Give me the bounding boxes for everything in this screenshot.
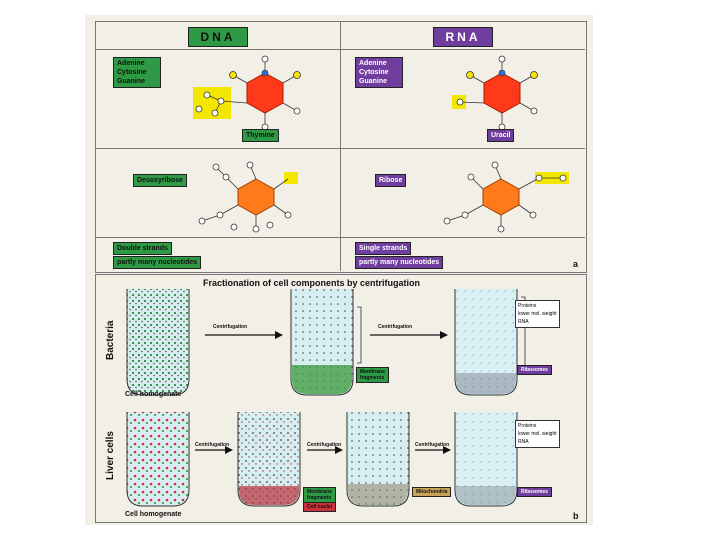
bacteria-legend: Proteins lower mol. weight RNA	[515, 300, 560, 328]
centrifugation-panel	[95, 274, 587, 523]
bacteria-ribosomes-label: Ribosomes	[517, 365, 552, 375]
vertical-divider	[340, 21, 341, 271]
dna-nucleotides-label: partly many nucleotides	[113, 256, 202, 269]
rna-nucleotides-label: partly many nucleotides	[355, 256, 444, 269]
liver-legend-molweight: lower mol. weight	[518, 431, 557, 437]
liver-fragments-line1: Membrane	[307, 489, 333, 495]
rna-base-cytosine: Cytosine	[359, 69, 389, 76]
mitochondria-label: Mitochondria	[412, 487, 452, 497]
panel-letter-a: a	[573, 259, 579, 269]
dna-base-adenine: Adenine	[117, 60, 145, 67]
bacteria-arrow2-label: Centrifugation	[378, 324, 413, 330]
uracil-molecule	[452, 55, 538, 131]
bacteria-membrane-fragments-label: Membrane fragments	[356, 367, 390, 383]
rna-base-adenine: Adenine	[359, 60, 387, 67]
ribose-label: Ribose	[375, 174, 407, 187]
cell-nuclei-label: Cell nuclei	[303, 502, 337, 512]
bacteria-fragments-line1: Membrane	[360, 369, 386, 375]
centrifugation-title: Fractionation of cell components by cent…	[203, 278, 421, 288]
liver-side-label: Liver cells	[105, 431, 116, 480]
liver-fragments-line2: fragments	[307, 495, 332, 501]
bacteria-arrow1-label: Centrifugation	[213, 324, 248, 330]
dna-base-cytosine: Cytosine	[117, 69, 147, 76]
bacteria-fragments-line2: fragments	[360, 375, 385, 381]
dna-bases-list: Adenine Cytosine Guanine	[113, 57, 161, 88]
desoxyribose-label: Desoxyribose	[133, 174, 187, 187]
rna-bases-list: Adenine Cytosine Guanine	[355, 57, 403, 88]
dna-strands-label: Double strands	[113, 242, 172, 255]
dna-rna-panel	[95, 21, 587, 273]
liver-membrane-fragments-label: Membrane fragments	[303, 487, 337, 503]
rna-heading: RNA	[433, 27, 493, 47]
bacteria-legend-proteins: Proteins	[518, 303, 537, 309]
panel-letter-b: b	[573, 511, 579, 521]
liver-ribosomes-label: Ribosomes	[517, 487, 552, 497]
liver-legend-proteins: Proteins	[518, 423, 537, 429]
thymine-label: Thymine	[242, 129, 279, 142]
thymine-molecule	[193, 55, 301, 131]
liver-arrow1-label: Centrifugation	[195, 442, 230, 448]
liver-legend-rna: RNA	[518, 439, 529, 445]
horizontal-divider-2	[95, 148, 585, 149]
dna-base-guanine: Guanine	[117, 78, 146, 85]
bacteria-homogenate-label: Cell homogenate	[125, 391, 182, 398]
liver-homogenate-label: Cell homogenate	[125, 511, 182, 518]
desoxyribose-molecule	[198, 161, 298, 233]
dna-heading: DNA	[188, 27, 248, 47]
figure-page: DNA RNA Adenine Cytosine Guanine Adenine…	[85, 15, 593, 525]
bacteria-tubes	[126, 289, 526, 396]
liver-arrow2-label: Centrifugation	[307, 442, 342, 448]
horizontal-divider-3	[95, 237, 585, 238]
horizontal-divider-1	[95, 49, 585, 50]
uracil-label: Uracil	[487, 129, 515, 142]
bacteria-legend-rna: RNA	[518, 319, 529, 325]
liver-legend: Proteins lower mol. weight RNA	[515, 420, 560, 448]
liver-tubes	[126, 412, 518, 507]
liver-arrow3-label: Centrifugation	[415, 442, 450, 448]
rna-base-guanine: Guanine	[359, 78, 388, 85]
rna-strands-label: Single strands	[355, 242, 412, 255]
bacteria-legend-molweight: lower mol. weight	[518, 311, 557, 317]
ribose-molecule	[443, 161, 569, 233]
bacteria-side-label: Bacteria	[105, 320, 116, 360]
